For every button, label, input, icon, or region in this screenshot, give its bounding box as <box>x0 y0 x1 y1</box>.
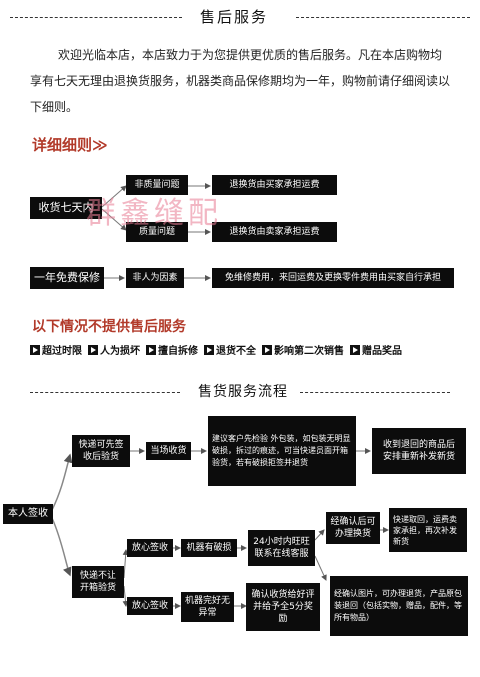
reship-box: 收到退回的商品后 安排重新补发新货 <box>372 428 466 474</box>
intact-box: 机器完好无 异常 <box>181 592 234 622</box>
exclusion-item: 退货不全 <box>204 342 256 357</box>
play-icon <box>350 344 360 355</box>
header-rule-right <box>296 17 470 18</box>
seven-day-label: 收货七天内 <box>30 197 102 219</box>
exchange-confirm-box: 经确认后可 办理换货 <box>326 512 380 544</box>
exclusions-title: 以下情况不提供售后服务 <box>32 319 186 335</box>
play-icon <box>204 344 214 355</box>
exclusion-item: 超过时限 <box>30 342 82 357</box>
details-title: 详细细则≫ <box>32 136 108 154</box>
play-icon <box>88 344 98 355</box>
watermark: 群鑫缝配 <box>86 196 222 231</box>
exclusion-item: 影响第二次销售 <box>262 342 344 357</box>
flow-title: 售货服务流程 <box>198 384 288 400</box>
exclusion-item: 赠品奖品 <box>350 342 402 357</box>
play-icon <box>146 344 156 355</box>
contact-box: 24小时内旺旺 联系在线客服 <box>248 530 315 566</box>
advice-box: 建议客户先检验 外包装，如包装无明显破损，拆过的痕迹，可当快递员面开箱验货，若有… <box>208 416 356 486</box>
sign-box-1: 放心签收 <box>127 539 173 557</box>
inspect-box: 当场收货 <box>146 442 191 460</box>
courier-inspect-box: 快递可先签 收后验货 <box>72 435 130 467</box>
ship-back-box: 快递取回，运费卖家承担，再次补发新货 <box>389 508 467 552</box>
warranty-result: 免维修费用，来回运费及更换零件费用由买家自行承担 <box>212 268 454 288</box>
play-icon <box>262 344 272 355</box>
quality-result: 退换货由卖家承担运费 <box>212 222 337 242</box>
flow-rule-left <box>30 392 180 393</box>
photo-return-box: 经确认图片，可办理退货，产品原包装退回（包括实物，赠品，配件，等所有物品） <box>330 576 468 636</box>
flow-rule-right <box>300 392 450 393</box>
page-title: 售后服务 <box>200 8 269 26</box>
non-quality-result: 退换货由买家承担运费 <box>212 175 337 195</box>
header-rule-left <box>10 17 182 18</box>
exclusion-item: 人为损坏 <box>88 342 140 357</box>
quality-box: 质量问题 <box>126 222 188 242</box>
self-sign-box: 本人签收 <box>3 504 53 524</box>
broken-box: 机器有破损 <box>181 539 237 557</box>
non-quality-box: 非质量问题 <box>126 175 188 195</box>
review-box: 确认收货给好评 并给予全5分奖 励 <box>246 583 320 631</box>
courier-no-open-box: 快递不让 开箱验货 <box>72 566 124 598</box>
play-icon <box>30 344 40 355</box>
warranty-label: 一年免费保修 <box>30 267 104 289</box>
sign-box-2: 放心签收 <box>127 597 173 615</box>
exclusions-list: 超过时限 人为损坏 擅自拆修 退货不全 影响第二次销售 赠品奖品 <box>30 342 470 357</box>
warranty-cause: 非人为因素 <box>126 268 184 288</box>
exclusion-item: 擅自拆修 <box>146 342 198 357</box>
intro-text: 欢迎光临本店，本店致力于为您提供更优质的售后服务。凡在本店购物均享有七天无理由退… <box>30 48 451 114</box>
